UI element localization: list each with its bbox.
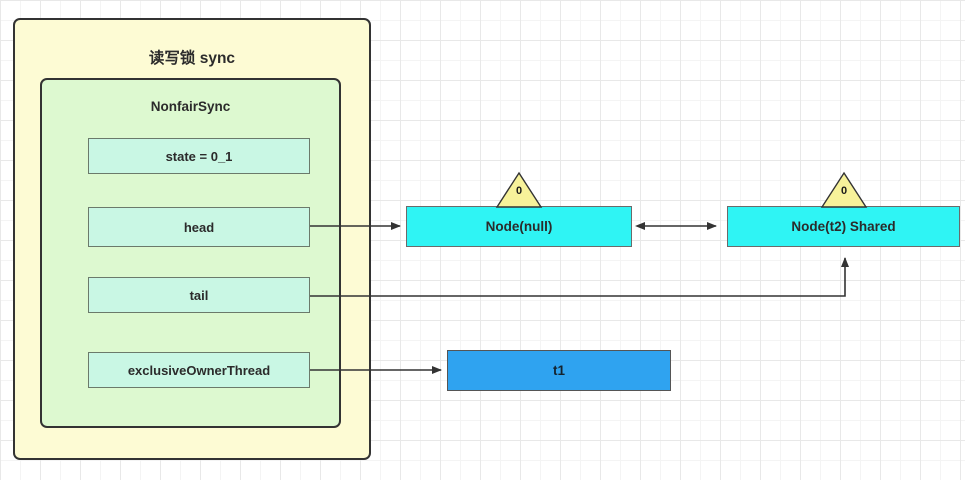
waitstatus-marker-node-null: 0 bbox=[497, 171, 541, 207]
node-t2-shared-box[interactable]: Node(t2) Shared bbox=[727, 206, 960, 247]
waitstatus-marker-node-t2: 0 bbox=[822, 171, 866, 207]
waitstatus-value-node-t2: 0 bbox=[840, 185, 848, 197]
outer-container-title: 读写锁 sync bbox=[148, 50, 236, 67]
node-null-box[interactable]: Node(null) bbox=[406, 206, 632, 247]
inner-container-title: NonfairSync bbox=[150, 99, 231, 114]
thread-t1-box[interactable]: t1 bbox=[447, 350, 671, 391]
edge-tail-to-node-t2 bbox=[310, 257, 849, 297]
field-exclusive-owner-thread[interactable]: exclusiveOwnerThread bbox=[88, 352, 310, 388]
field-tail[interactable]: tail bbox=[88, 277, 310, 313]
waitstatus-value-node-null: 0 bbox=[515, 185, 523, 197]
field-state[interactable]: state = 0_1 bbox=[88, 138, 310, 174]
field-head[interactable]: head bbox=[88, 207, 310, 247]
